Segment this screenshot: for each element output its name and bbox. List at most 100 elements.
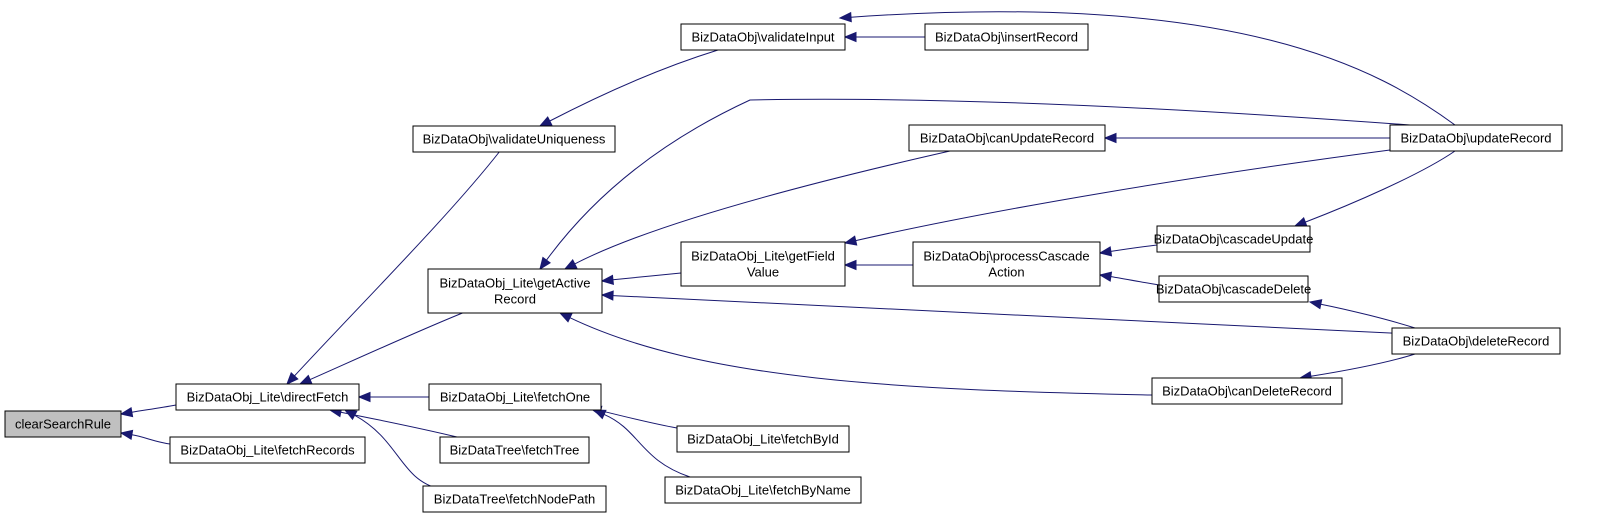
edge-arrowhead — [538, 116, 553, 127]
node-fetchRecords[interactable]: BizDataObj_Lite\fetchRecords — [169, 436, 366, 464]
edge-arrowhead — [1293, 217, 1308, 227]
edge-arrowhead — [843, 235, 858, 246]
node-canUpdateRecord[interactable]: BizDataObj\canUpdateRecord — [908, 124, 1106, 152]
node-label: BizDataObj_Lite\fetchOne — [440, 390, 590, 405]
edge-line — [1305, 150, 1456, 223]
node-box — [908, 124, 1106, 152]
node-canDeleteRecord[interactable]: BizDataObj\canDeleteRecord — [1151, 377, 1343, 405]
edge-validateInput-to-validateUniqueness — [538, 49, 719, 127]
edge-getFieldValue-to-getActiveRecord — [600, 272, 682, 285]
node-label: BizDataObj\cascadeDelete — [1156, 282, 1311, 297]
edge-arrowhead — [592, 409, 607, 420]
node-validateInput[interactable]: BizDataObj\validateInput — [680, 23, 846, 51]
edge-arrowhead — [1103, 132, 1117, 144]
node-box — [422, 485, 607, 513]
edge-line — [603, 413, 691, 478]
edge-deleteRecord-to-canDeleteRecord — [1298, 353, 1416, 382]
edge-cascadeUpdate-to-processCascadeAction — [1098, 244, 1158, 257]
node-fetchNodePath[interactable]: BizDataTree\fetchNodePath — [422, 485, 607, 513]
edge-updateRecord-to-getFieldValue — [843, 149, 1391, 246]
edge-arrowhead — [558, 312, 573, 323]
edge-updateRecord-to-cascadeUpdate — [1293, 150, 1456, 227]
node-box — [1156, 225, 1311, 253]
edge-line — [600, 410, 678, 429]
node-insertRecord[interactable]: BizDataObj\insertRecord — [924, 23, 1089, 51]
node-label: BizDataObj\validateUniqueness — [423, 132, 606, 147]
node-box — [169, 436, 366, 464]
node-label: BizDataObj\canUpdateRecord — [920, 131, 1094, 146]
node-clearSearchRule[interactable]: clearSearchRule — [4, 410, 122, 438]
node-validateUniqueness[interactable]: BizDataObj\validateUniqueness — [412, 125, 616, 153]
edge-arrowhead — [1098, 271, 1113, 282]
edge-getActiveRecord-to-directFetch — [298, 311, 466, 385]
edge-arrowhead — [298, 374, 313, 385]
edge-arrowhead — [357, 391, 371, 403]
node-box — [4, 410, 122, 438]
edge-arrowhead — [600, 274, 614, 285]
node-label: BizDataObj_Lite\fetchByName — [675, 483, 851, 498]
edge-line — [131, 434, 171, 445]
node-label: Value — [747, 265, 779, 280]
edge-arrowhead — [539, 256, 551, 271]
edge-line — [340, 411, 458, 438]
edge-line — [1320, 303, 1416, 329]
edge-arrowhead — [1098, 246, 1113, 257]
edge-deleteRecord-to-getActiveRecord — [600, 290, 1411, 335]
edge-arrowhead — [838, 11, 852, 23]
node-cascadeUpdate[interactable]: BizDataObj\cascadeUpdate — [1154, 225, 1314, 253]
node-label: BizDataObj\validateInput — [691, 30, 834, 45]
edge-arrowhead — [600, 290, 614, 301]
node-label: BizDataObj\processCascade — [923, 249, 1089, 264]
edge-cascadeDelete-to-processCascadeAction — [1098, 271, 1160, 286]
edge-line — [1310, 353, 1416, 377]
edge-updateRecord-to-getActiveRecord — [539, 98, 1411, 271]
edge-insertRecord-to-validateInput — [843, 31, 925, 43]
node-box — [924, 23, 1089, 51]
node-box — [428, 383, 602, 411]
edge-fetchByName-to-fetchOne — [592, 409, 691, 478]
edge-line — [569, 317, 1153, 396]
node-label: clearSearchRule — [15, 417, 111, 432]
node-fetchTree[interactable]: BizDataTree\fetchTree — [439, 436, 590, 464]
node-label: BizDataObj_Lite\fetchById — [687, 432, 839, 447]
edge-fetchNodePath-to-directFetch — [343, 409, 441, 490]
node-fetchOne[interactable]: BizDataObj_Lite\fetchOne — [428, 383, 602, 411]
node-cascadeDelete[interactable]: BizDataObj\cascadeDelete — [1156, 275, 1311, 303]
edge-directFetch-to-clearSearchRule — [119, 404, 177, 418]
node-fetchByName[interactable]: BizDataObj_Lite\fetchByName — [664, 476, 862, 504]
node-box — [912, 241, 1101, 287]
edge-line — [309, 311, 466, 381]
node-label: BizDataObj_Lite\fetchRecords — [180, 443, 355, 458]
node-box — [412, 125, 616, 153]
edge-line — [612, 272, 682, 281]
node-deleteRecord[interactable]: BizDataObj\deleteRecord — [1391, 327, 1561, 355]
edge-updateRecord-to-validateInput — [838, 11, 1456, 126]
node-fetchById[interactable]: BizDataObj_Lite\fetchById — [676, 425, 850, 453]
edge-arrowhead — [1308, 299, 1323, 310]
node-label: Record — [494, 292, 536, 307]
edge-arrowhead — [119, 429, 134, 441]
edge-validateUniqueness-to-directFetch — [286, 150, 501, 385]
edge-arrowhead — [343, 409, 358, 421]
node-box — [439, 436, 590, 464]
node-box — [1158, 275, 1309, 303]
node-box — [676, 425, 850, 453]
node-box — [175, 383, 360, 411]
edge-arrowhead — [563, 259, 578, 270]
edge-line — [574, 150, 951, 265]
node-label: Action — [988, 265, 1024, 280]
edge-deleteRecord-to-cascadeDelete — [1308, 299, 1416, 329]
edge-line — [850, 11, 1456, 126]
edge-line — [855, 149, 1391, 242]
edge-arrowhead — [286, 372, 299, 385]
edge-canUpdateRecord-to-getActiveRecord — [563, 150, 951, 270]
node-directFetch[interactable]: BizDataObj_Lite\directFetch — [175, 383, 360, 411]
node-box — [1151, 377, 1343, 405]
node-updateRecord[interactable]: BizDataObj\updateRecord — [1389, 124, 1563, 152]
node-label: BizDataObj\updateRecord — [1400, 131, 1551, 146]
edge-line — [549, 49, 719, 122]
